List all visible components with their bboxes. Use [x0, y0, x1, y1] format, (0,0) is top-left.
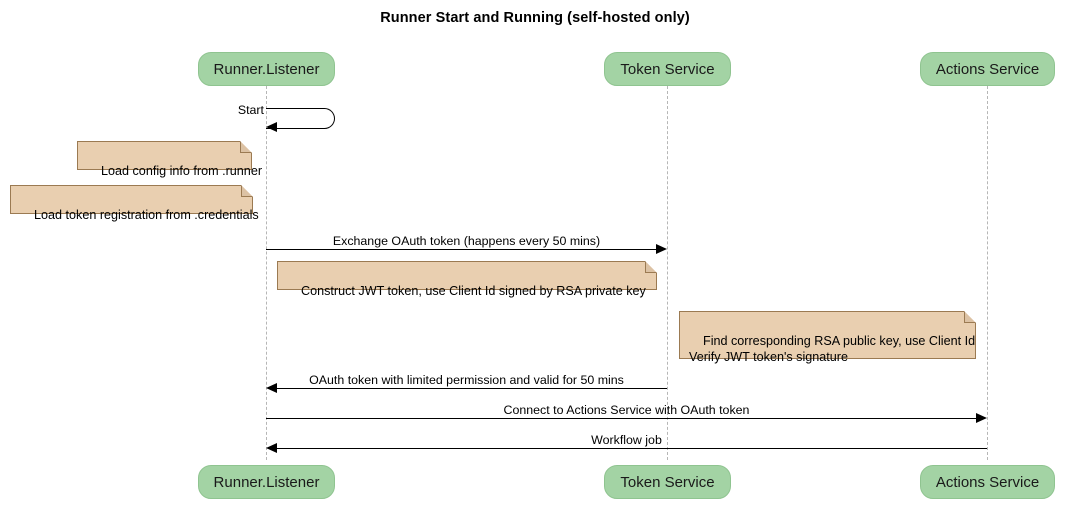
note-load-config: Load config info from .runner — [77, 141, 262, 178]
note-text: Load config info from .runner — [101, 164, 263, 178]
participant-label: Token Service — [620, 474, 715, 491]
participant-top-runner-listener[interactable]: Runner.Listener — [198, 52, 335, 86]
lifeline-runner-listener — [266, 86, 267, 460]
note-text: Load token registration from .credential… — [34, 208, 259, 222]
message-label-workflow-job: Workflow job — [591, 433, 662, 447]
note-text: Find corresponding RSA public key, use C… — [689, 334, 976, 364]
self-message-loop-start — [266, 108, 335, 129]
participant-label: Runner.Listener — [213, 474, 320, 491]
message-arrowhead-oauth-token-return — [266, 383, 277, 393]
page-title: Runner Start and Running (self-hosted on… — [380, 10, 690, 26]
message-arrowhead-exchange-oauth-token — [656, 244, 667, 254]
message-label-exchange-oauth-token: Exchange OAuth token (happens every 50 m… — [332, 234, 601, 248]
message-line-workflow-job — [276, 448, 987, 449]
message-arrowhead-connect-actions-service — [976, 413, 987, 423]
lifeline-token-service — [667, 86, 668, 460]
participant-label: Actions Service — [935, 474, 1040, 491]
message-line-exchange-oauth-token — [266, 249, 657, 250]
message-label-connect-actions-service: Connect to Actions Service with OAuth to… — [503, 403, 750, 417]
participant-label: Token Service — [620, 61, 715, 78]
lifeline-actions-service — [987, 86, 988, 460]
note-verify-jwt: Find corresponding RSA public key, use C… — [679, 311, 976, 364]
participant-label: Runner.Listener — [213, 61, 320, 78]
participant-bottom-runner-listener[interactable]: Runner.Listener — [198, 465, 335, 499]
participant-bottom-actions-service[interactable]: Actions Service — [920, 465, 1055, 499]
participant-top-actions-service[interactable]: Actions Service — [920, 52, 1055, 86]
note-construct-jwt: Construct JWT token, use Client Id signe… — [277, 261, 657, 298]
note-text: Construct JWT token, use Client Id signe… — [301, 284, 646, 298]
message-line-oauth-token-return — [276, 388, 667, 389]
message-line-connect-actions-service — [266, 418, 977, 419]
note-load-token-registration: Load token registration from .credential… — [10, 185, 259, 222]
participant-label: Actions Service — [935, 61, 1040, 78]
message-arrowhead-workflow-job — [266, 443, 277, 453]
self-message-label-start: Start — [237, 103, 264, 117]
self-message-arrowhead-start — [266, 122, 277, 132]
participant-bottom-token-service[interactable]: Token Service — [604, 465, 731, 499]
participant-top-token-service[interactable]: Token Service — [604, 52, 731, 86]
message-label-oauth-token-return: OAuth token with limited permission and … — [309, 373, 624, 387]
